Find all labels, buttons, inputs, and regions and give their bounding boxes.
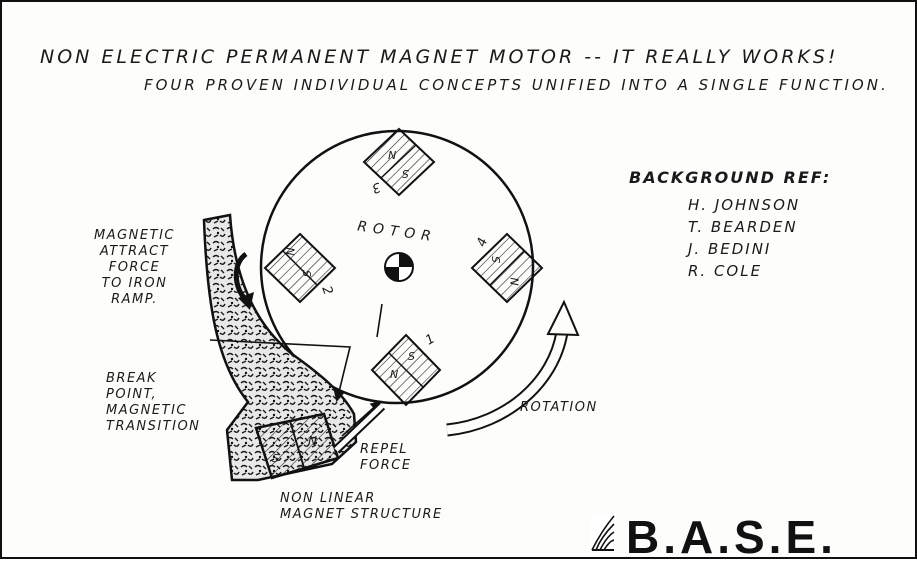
leader-break-point-2 <box>376 303 383 338</box>
leader-break-point <box>209 339 352 403</box>
magnetic-attract-label: MAGNETIC ATTRACT FORCE TO IRON RAMP. <box>94 228 175 307</box>
magnet-3-south: S <box>400 167 409 180</box>
rotation-label: ROTATION <box>520 400 598 415</box>
repel-force-label: REPEL FORCE <box>360 442 412 473</box>
background-ref-name: J. BEDINI <box>688 240 772 258</box>
stator-magnet-north: N <box>308 434 319 448</box>
rotor-magnet-2 <box>263 232 337 304</box>
background-ref-name: R. COLE <box>688 262 763 280</box>
background-ref-heading: BACKGROUND REF: <box>629 168 832 187</box>
rotor-magnet-3 <box>362 127 436 197</box>
magnet-4-south: S <box>489 254 503 263</box>
background-ref-name: H. JOHNSON <box>688 196 801 214</box>
magnet-1-north: N <box>390 368 401 381</box>
magnet-2-south: S <box>299 270 313 279</box>
break-point-label: BREAK POINT, MAGNETIC TRANSITION <box>106 371 201 434</box>
rotor-magnet-4 <box>470 232 544 304</box>
leader-repel <box>341 400 382 437</box>
diagram-title: NON ELECTRIC PERMANENT MAGNET MOTOR -- I… <box>40 46 839 68</box>
base-logo-text: B.A.S.E. <box>626 511 837 563</box>
diagram-subtitle: FOUR PROVEN INDIVIDUAL CONCEPTS UNIFIED … <box>144 76 889 94</box>
stator-magnet-south: S <box>272 452 281 465</box>
non-linear-label: NON LINEAR MAGNET STRUCTURE <box>280 491 443 522</box>
background-ref-name: T. BEARDEN <box>688 218 798 236</box>
magnet-1-south: S <box>408 350 417 363</box>
rotor-hub <box>384 252 414 282</box>
base-logo-mark <box>590 514 616 552</box>
magnet-4-north: N <box>508 275 522 286</box>
stator-magnet <box>254 412 340 480</box>
base-logo: B.A.S.E. <box>594 514 837 560</box>
magnet-2-north: N <box>283 247 297 258</box>
rotor-magnet-1 <box>370 333 442 407</box>
iron-ramp <box>202 213 358 482</box>
magnet-3-north: N <box>386 148 397 161</box>
